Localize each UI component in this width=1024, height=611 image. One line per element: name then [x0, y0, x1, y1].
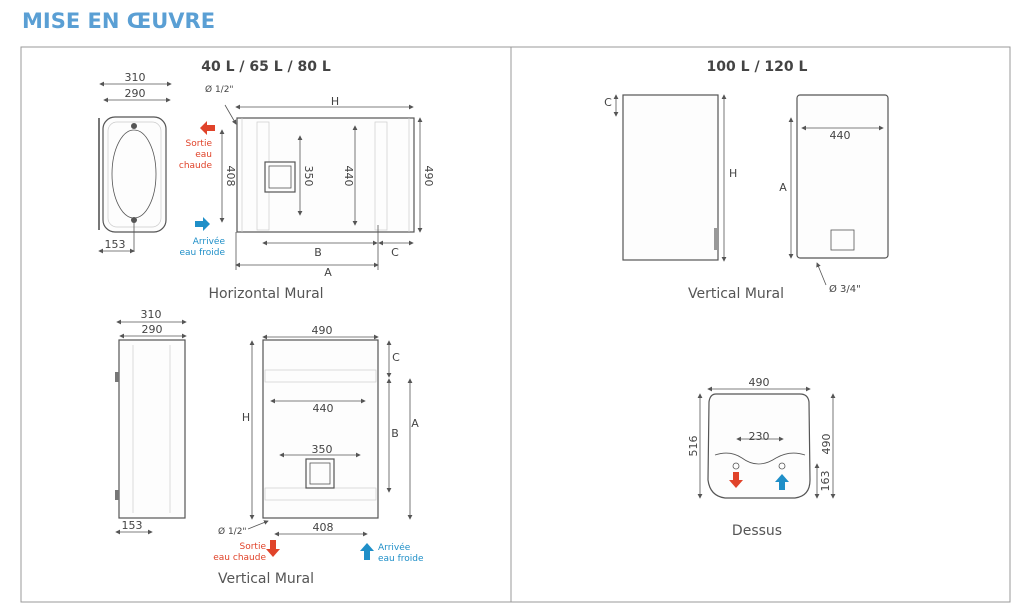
dim-290: 290 [142, 323, 163, 336]
dim-310: 310 [141, 308, 162, 321]
caption-horizontal-mural: Horizontal Mural [208, 286, 323, 302]
dim-440: 440 [830, 129, 851, 142]
dim-153: 153 [122, 519, 143, 532]
side-view [622, 94, 719, 261]
dim-230: 230 [749, 430, 770, 443]
cold-inlet-arrow-icon [775, 474, 789, 490]
front-view [262, 339, 379, 519]
dim-490-depth: 490 [820, 434, 833, 455]
top-view-shape [707, 393, 811, 499]
dim-C: C [391, 246, 399, 259]
dim-408: 408 [224, 166, 237, 187]
dim-408: 408 [313, 521, 334, 534]
dim-490: 490 [312, 324, 333, 337]
dim-490-width: 490 [749, 376, 770, 389]
dim-C: C [604, 96, 612, 109]
dim-H: H [242, 411, 250, 424]
heading-large-models: 100 L / 120 L [707, 59, 808, 75]
dim-290: 290 [125, 87, 146, 100]
dim-153: 153 [105, 238, 126, 251]
dim-H: H [331, 95, 339, 108]
cold-inlet-arrow-icon [195, 217, 210, 231]
dim-C: C [392, 351, 400, 364]
dim-440: 440 [313, 402, 334, 415]
dim-A: A [324, 266, 332, 279]
dim-B: B [391, 427, 399, 440]
dim-B: B [314, 246, 322, 259]
pipe-diameter: Ø 1/2" [205, 84, 234, 95]
vertical-mural-section: 310 290 153 490 H C B A 440 350 408 Ø 1/… [115, 308, 424, 587]
dim-350: 350 [312, 443, 333, 456]
hot-outlet-arrow-icon [200, 121, 215, 135]
heading-small-models: 40 L / 65 L / 80 L [201, 59, 331, 75]
side-view [115, 339, 186, 519]
dim-310: 310 [125, 71, 146, 84]
dim-H: H [729, 167, 737, 180]
pipe-diameter: Ø 1/2" [218, 526, 247, 537]
end-view [98, 81, 172, 254]
dim-A: A [779, 181, 787, 194]
frame [20, 46, 1011, 603]
dim-A: A [411, 417, 419, 430]
top-view-section: 490 516 490 230 163 Dessus [687, 376, 836, 539]
page-title: MISE EN ŒUVRE [22, 9, 215, 33]
cold-inlet-arrow-icon [360, 543, 374, 560]
caption-vertical-mural: Vertical Mural [218, 571, 314, 587]
horizontal-tank [236, 117, 415, 233]
caption-dessus: Dessus [732, 523, 782, 539]
caption-vertical-mural-large: Vertical Mural [688, 286, 784, 302]
dim-516: 516 [687, 436, 700, 457]
pipe-diameter: Ø 3/4" [829, 283, 861, 295]
large-vertical-section: 100 L / 120 L C H 440 A Ø 3/4" Vertical … [604, 59, 889, 302]
dim-350: 350 [302, 166, 315, 187]
dim-490: 490 [422, 166, 435, 187]
back-view [796, 94, 889, 259]
horizontal-mural-section: 40 L / 65 L / 80 L 310 290 153 H Ø 1/2" … [98, 59, 435, 302]
dim-440: 440 [342, 166, 355, 187]
hot-outlet-arrow-icon [266, 540, 280, 557]
dim-163: 163 [819, 471, 832, 492]
hot-outlet-arrow-icon [729, 472, 743, 488]
